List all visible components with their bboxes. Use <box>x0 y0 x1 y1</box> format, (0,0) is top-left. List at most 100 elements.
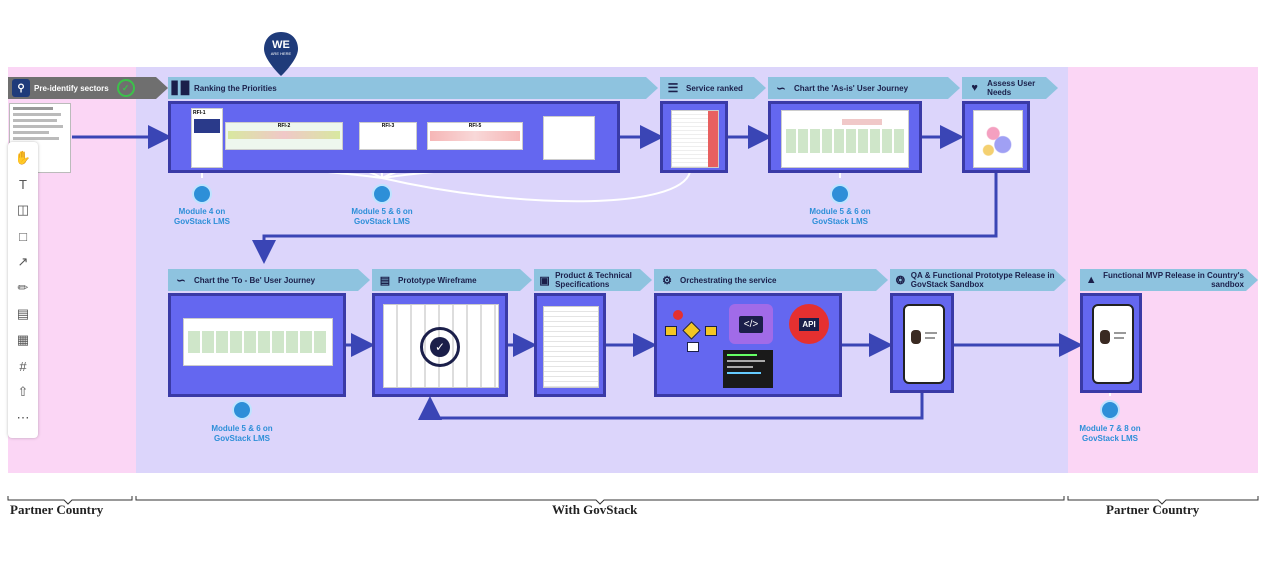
rfi-1-thumb: RFI-1 <box>191 108 223 168</box>
check-circle-icon: ✓ <box>117 79 135 97</box>
route-icon: ∽ <box>776 82 786 95</box>
stage-as-is-header: ∽ Chart the 'As-is' User Journey <box>768 77 960 99</box>
stage-pre-identify-header: ⚲ Pre-identify sectors ✓ <box>8 77 168 99</box>
stage-specs-label: Product & Technical Specifications <box>555 271 632 289</box>
stage-pre-identify-label: Pre-identify sectors <box>34 83 109 93</box>
mvp-box <box>1080 293 1142 393</box>
stage-wireframe-header: ▤ Prototype Wireframe <box>372 269 532 291</box>
as-is-thumb <box>781 110 909 168</box>
zone-label-right: Partner Country <box>1106 502 1200 517</box>
arrow-tool-icon[interactable]: ↗ <box>17 254 29 269</box>
lms-icon <box>830 184 850 204</box>
rfi-5-label: RFI-5 <box>468 123 482 129</box>
specs-thumb <box>543 306 599 388</box>
module-5-6-label-b: Module 5 & 6 on GovStack LMS <box>211 424 273 443</box>
marker-label-1: WE <box>272 39 290 51</box>
module-4-label: Module 4 on GovStack LMS <box>173 207 230 226</box>
route-icon: ∽ <box>176 274 186 287</box>
lms-icon <box>192 184 212 204</box>
stage-orchestrating-label: Orchestrating the service <box>680 275 777 285</box>
lms-icon <box>1100 400 1120 420</box>
specs-box <box>534 293 606 397</box>
assess-box <box>962 101 1030 173</box>
stage-orchestrating-header: ⚙ Orchestrating the service <box>654 269 888 291</box>
window-icon: ▤ <box>379 274 391 287</box>
rfi-2-thumb: RFI-2 <box>225 122 343 150</box>
zone-label-left: Partner Country <box>10 502 104 517</box>
sticky-note-tool-icon[interactable]: ◫ <box>16 202 30 217</box>
to-be-thumb <box>183 318 333 366</box>
wireframe-thumb: ✓ <box>383 304 499 388</box>
as-is-box <box>768 101 922 173</box>
avatar <box>1100 330 1110 344</box>
stage-as-is-label: Chart the 'As-is' User Journey <box>794 83 909 93</box>
stage-wireframe-label: Prototype Wireframe <box>398 275 477 285</box>
list-icon: ☰ <box>667 81 679 95</box>
map-pin-icon <box>264 32 298 76</box>
stage-to-be-header: ∽ Chart the 'To - Be' User Journey <box>168 269 370 291</box>
badge-icon: ❂ <box>895 274 905 287</box>
orchestrating-box: </> API <box>654 293 842 397</box>
avatar <box>911 330 921 344</box>
frame-tool-icon[interactable]: # <box>19 358 27 374</box>
prototype-cycle-icon: ✓ <box>420 327 460 367</box>
comment-tool-icon[interactable]: ▤ <box>16 306 30 321</box>
stage-to-be-label: Chart the 'To - Be' User Journey <box>194 275 316 285</box>
stage-mvp-header: ▲ Functional MVP Release in Country's sa… <box>1080 269 1258 291</box>
hand-tool-icon[interactable]: ✋ <box>14 150 32 165</box>
pen-tool-icon[interactable]: ✏ <box>17 280 29 295</box>
module-5-6-label-a: Module 5 & 6 on GovStack LMS <box>351 207 413 226</box>
stage-service-ranked-header: ☰ Service ranked <box>660 77 766 99</box>
rfi-3-label: RFI-3 <box>381 123 395 129</box>
phone-mockup <box>1092 304 1134 384</box>
stage-qa-label: QA & Functional Prototype Release in Gov… <box>910 271 1055 289</box>
scatter-thumb <box>543 116 595 160</box>
phone-mockup <box>903 304 945 384</box>
code-label: </> <box>738 315 764 333</box>
api-gear-icon: API <box>789 304 829 344</box>
bar-chart-icon: ▋▉ <box>171 81 191 95</box>
stage-specs-header: ▣ Product & Technical Specifications <box>534 269 652 291</box>
shape-tool-icon[interactable]: □ <box>19 228 27 244</box>
flowchart-icon <box>665 310 719 352</box>
hand-heart-icon: ♥ <box>971 82 978 94</box>
stage-assess-label: Assess User Needs <box>987 79 1036 97</box>
service-ranked-thumb <box>671 110 719 168</box>
stage-mvp-label: Functional MVP Release in Country's sand… <box>1103 271 1244 289</box>
whiteboard-toolbar: ✋ T ◫ □ ↗ ✏ ▤ ▦ # ⇧ ⋯ <box>8 142 38 438</box>
upload-tool-icon[interactable]: ⇧ <box>17 384 29 399</box>
qa-box <box>890 293 954 393</box>
api-label: API <box>799 317 819 331</box>
lms-icon <box>372 184 392 204</box>
search-icon: ⚲ <box>12 79 30 97</box>
rfi-1-label: RFI-1 <box>193 110 206 116</box>
lms-icon <box>232 400 252 420</box>
wireframe-box: ✓ <box>372 293 508 397</box>
template-tool-icon[interactable]: ▦ <box>16 332 30 347</box>
service-ranked-box <box>660 101 728 173</box>
module-7-8-label: Module 7 & 8 on GovStack LMS <box>1079 424 1141 443</box>
module-5-6-label-c: Module 5 & 6 on GovStack LMS <box>809 207 871 226</box>
rfi-2-label: RFI-2 <box>277 123 291 129</box>
terminal-icon <box>723 350 773 388</box>
gear-icon: ⚙ <box>662 274 672 287</box>
rocket-icon: ▲ <box>1085 274 1097 286</box>
more-tools-icon[interactable]: ⋯ <box>16 410 30 425</box>
stage-service-ranked-label: Service ranked <box>686 83 743 93</box>
stage-ranking-label: Ranking the Priorities <box>194 83 277 93</box>
stage-qa-header: ❂ QA & Functional Prototype Release in G… <box>890 269 1066 291</box>
ranking-box: RFI-1 RFI-2 RFI-3 RFI-5 <box>168 101 620 173</box>
rfi-5-thumb: RFI-5 <box>427 122 523 150</box>
stage-assess-header: ♥ Assess User Needs <box>962 77 1058 99</box>
cube-icon: ▣ <box>539 274 550 287</box>
we-are-here-marker: WE ARE HERE <box>264 32 298 76</box>
assess-thumb <box>973 110 1023 168</box>
to-be-box <box>168 293 346 397</box>
marker-label-2: ARE HERE <box>270 51 292 56</box>
code-window-icon: </> <box>729 304 773 344</box>
rfi-3-thumb: RFI-3 <box>359 122 417 150</box>
text-tool-icon[interactable]: T <box>19 176 27 192</box>
stage-ranking-header: ▋▉ Ranking the Priorities <box>168 77 658 99</box>
zone-label-middle: With GovStack <box>552 502 638 517</box>
